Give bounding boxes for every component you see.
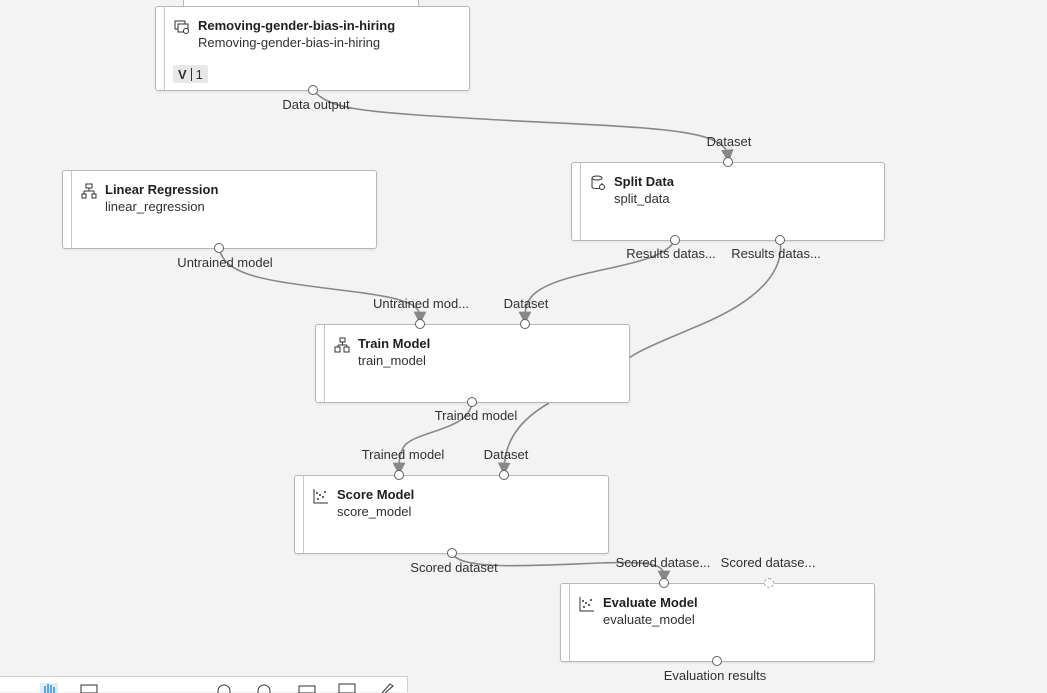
- node-score-model[interactable]: Score Model score_model: [294, 475, 609, 554]
- port-score-input-model[interactable]: [394, 470, 404, 480]
- database-gear-icon: [591, 175, 605, 190]
- edge-lr-to-train[interactable]: [218, 247, 427, 325]
- node-dataset[interactable]: Removing-gender-bias-in-hiring Removing-…: [155, 6, 470, 91]
- port-split-input[interactable]: [723, 157, 733, 167]
- pan-hand-icon[interactable]: [40, 683, 58, 693]
- version-badge: V 1: [173, 65, 208, 83]
- port-split-output-2[interactable]: [775, 235, 785, 245]
- port-label: Scored datase...: [615, 555, 711, 570]
- edge-score-to-eval[interactable]: [451, 552, 671, 584]
- port-label: Data output: [282, 97, 350, 112]
- node-evaluate-model[interactable]: Evaluate Model evaluate_model: [560, 583, 875, 662]
- node-subtitle: score_model: [337, 504, 412, 519]
- node-title: Train Model: [358, 336, 431, 351]
- node-stripe: [324, 325, 325, 402]
- node-subtitle: linear_regression: [105, 199, 205, 214]
- port-label: Dataset: [483, 447, 529, 462]
- port-eval-input-1[interactable]: [659, 578, 669, 588]
- train-hierarchy-icon: [334, 337, 350, 353]
- port-label: Untrained mod...: [372, 296, 470, 311]
- minimap-icon[interactable]: [298, 683, 316, 693]
- port-lr-output[interactable]: [214, 243, 224, 253]
- port-train-output[interactable]: [467, 397, 477, 407]
- version-number: 1: [195, 66, 203, 82]
- node-linear-regression[interactable]: Linear Regression linear_regression: [62, 170, 377, 249]
- port-label: Scored datase...: [720, 555, 816, 570]
- node-stripe: [164, 7, 165, 90]
- fit-screen-icon[interactable]: [80, 683, 98, 693]
- node-stripe: [580, 163, 581, 240]
- zoom-in-icon[interactable]: [216, 683, 234, 693]
- port-train-input-model[interactable]: [415, 319, 425, 329]
- version-letter: V: [178, 66, 187, 82]
- edge-split-to-train[interactable]: [518, 239, 676, 325]
- regression-tree-icon: [81, 183, 97, 199]
- edge-train-to-score[interactable]: [392, 401, 473, 476]
- node-stripe: [303, 476, 304, 553]
- node-title: Evaluate Model: [603, 595, 698, 610]
- scatter-chart-icon: [579, 597, 594, 612]
- port-eval-output[interactable]: [712, 656, 722, 666]
- edit-icon[interactable]: [378, 683, 396, 693]
- port-train-input-data[interactable]: [520, 319, 530, 329]
- node-title: Removing-gender-bias-in-hiring: [198, 18, 396, 33]
- node-stripe: [71, 171, 72, 248]
- scatter-chart-icon: [313, 489, 328, 504]
- port-score-input-data[interactable]: [499, 470, 509, 480]
- port-label: Dataset: [503, 296, 549, 311]
- node-stripe: [569, 584, 570, 661]
- node-train-model[interactable]: Train Model train_model: [315, 324, 630, 403]
- port-split-output-1[interactable]: [670, 235, 680, 245]
- port-label: Scored dataset: [410, 560, 498, 575]
- node-subtitle: Removing-gender-bias-in-hiring: [198, 35, 381, 50]
- port-score-output[interactable]: [447, 548, 457, 558]
- dataset-icon: [174, 20, 189, 34]
- port-label: Trained model: [361, 447, 445, 462]
- port-label: Dataset: [706, 134, 752, 149]
- port-label: Results datas...: [731, 246, 821, 261]
- edge-split-to-score[interactable]: [628, 239, 782, 359]
- port-dataset-output[interactable]: [308, 85, 318, 95]
- port-label: Evaluation results: [663, 668, 767, 683]
- port-eval-input-2[interactable]: [764, 578, 774, 588]
- layout-icon[interactable]: [338, 683, 356, 693]
- port-label: Results datas...: [626, 246, 716, 261]
- node-subtitle: train_model: [358, 353, 426, 368]
- edge-dataset-to-split[interactable]: [312, 89, 734, 163]
- port-label: Trained model: [434, 408, 518, 423]
- node-title: Score Model: [337, 487, 415, 502]
- node-subtitle: evaluate_model: [603, 612, 695, 627]
- node-title: Split Data: [614, 174, 674, 189]
- node-title: Linear Regression: [105, 182, 219, 197]
- node-subtitle: split_data: [614, 191, 670, 206]
- zoom-out-icon[interactable]: [256, 683, 274, 693]
- port-label: Untrained model: [177, 255, 273, 270]
- canvas-toolbar: [0, 676, 408, 693]
- node-split-data[interactable]: Split Data split_data: [571, 162, 885, 241]
- version-separator: [190, 67, 192, 81]
- edge-split-to-score-cont[interactable]: [497, 402, 550, 476]
